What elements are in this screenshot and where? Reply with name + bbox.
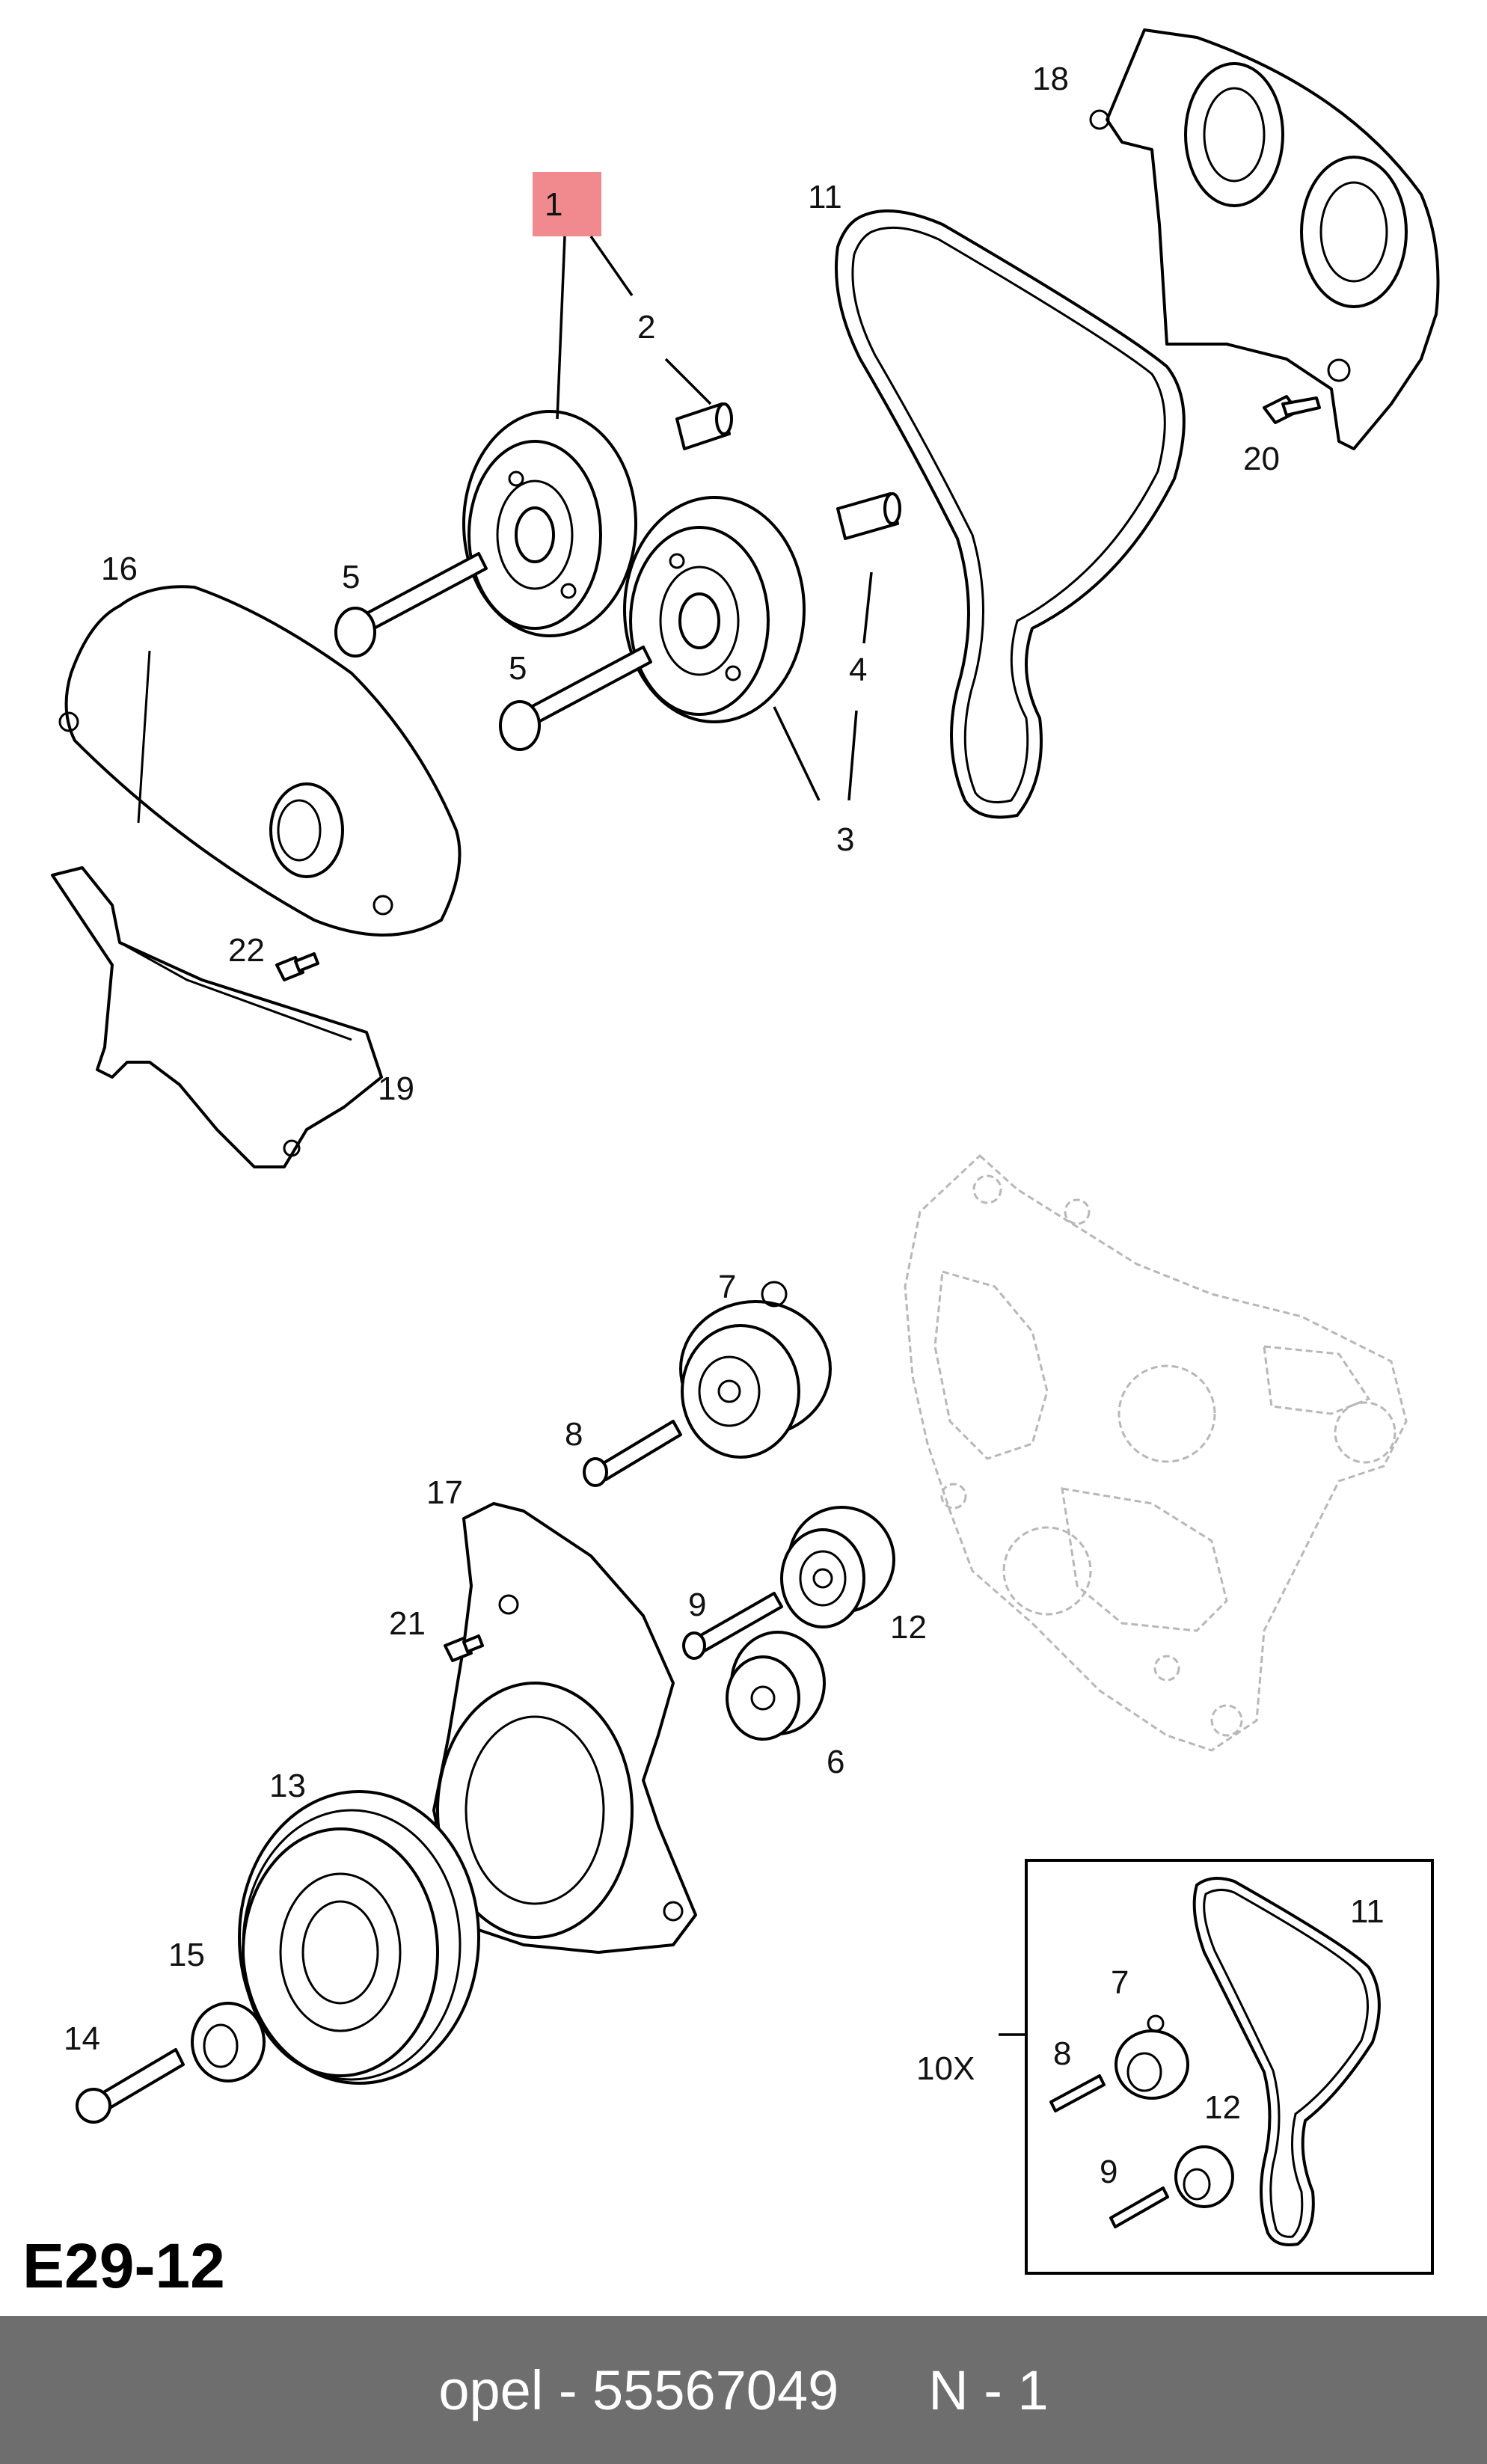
callout-16: 16: [101, 551, 138, 587]
footer-bar: opel - 55567049 N - 1: [0, 2316, 1487, 2464]
diagram-code: E29-12: [22, 2231, 225, 2301]
bolt-14: [76, 2048, 185, 2124]
callout-5-lower: 5: [509, 650, 527, 687]
callout-17: 17: [426, 1474, 463, 1511]
callout-19: 19: [378, 1070, 414, 1107]
leader-lines: [556, 236, 1025, 2036]
washer: [191, 2002, 266, 2083]
callout-12: 12: [890, 1609, 927, 1646]
bolt-8: [583, 1420, 682, 1487]
tensioner-pulley: [679, 1281, 832, 1459]
bolt-9: [682, 1592, 783, 1660]
callout-1: 1: [545, 186, 562, 223]
timing-belt: [835, 209, 1186, 819]
crankshaft-sprocket: [726, 1631, 826, 1741]
callout-3: 3: [836, 821, 854, 858]
kit-callout-11: 11: [1350, 1893, 1385, 1930]
front-cover-upper: [58, 585, 462, 937]
callout-4: 4: [849, 652, 867, 688]
callout-7: 7: [718, 1269, 736, 1305]
bolt-5-upper: [334, 552, 488, 658]
bolt-5-lower: [499, 646, 652, 751]
kit-callout-9: 9: [1100, 2154, 1117, 2190]
rear-cover: [1089, 28, 1440, 450]
engine-block-outline: [904, 1153, 1408, 1752]
callout-13: 13: [269, 1768, 306, 1804]
callout-6: 6: [827, 1744, 844, 1780]
dowel-pin-2: [675, 402, 733, 450]
front-cover-lower: [432, 1502, 697, 1954]
footer-quantity: N - 1: [928, 2359, 1049, 2421]
belt-guide-lower: [51, 866, 383, 1168]
parts-diagram: 1 2 3 4 5 5 6 7 8 9 11 12 13 14 15 16 17…: [22, 28, 1440, 2301]
callout-2: 2: [637, 309, 655, 346]
dowel-pin-4: [836, 492, 901, 540]
callout-20: 20: [1243, 441, 1280, 477]
callout-18: 18: [1032, 61, 1069, 97]
camshaft-adjuster-intake: [462, 410, 637, 637]
footer-part-info: opel - 55567049: [438, 2359, 839, 2421]
callout-9: 9: [688, 1587, 706, 1623]
kit-box: [1025, 1859, 1434, 2275]
kit-callout-12: 12: [1204, 2089, 1241, 2126]
camshaft-adjuster-exhaust: [623, 496, 806, 723]
callout-8: 8: [565, 1416, 583, 1453]
callout-21: 21: [389, 1605, 426, 1642]
kit-callout-7: 7: [1111, 1964, 1129, 2001]
callout-14: 14: [64, 2020, 100, 2057]
callout-11: 11: [808, 179, 842, 215]
callout-15: 15: [168, 1937, 205, 1973]
callout-5-upper: 5: [342, 559, 360, 595]
bolt-20: [1263, 395, 1321, 424]
idler-pulley: [780, 1506, 895, 1628]
bolt-22: [275, 952, 319, 981]
kit-label: 10X: [916, 2050, 975, 2087]
callout-1-highlight: [533, 172, 601, 236]
kit-callout-8: 8: [1053, 2035, 1071, 2072]
bolt-21: [444, 1634, 484, 1662]
callout-22: 22: [228, 932, 265, 969]
crankshaft-pulley: [238, 1790, 480, 2085]
